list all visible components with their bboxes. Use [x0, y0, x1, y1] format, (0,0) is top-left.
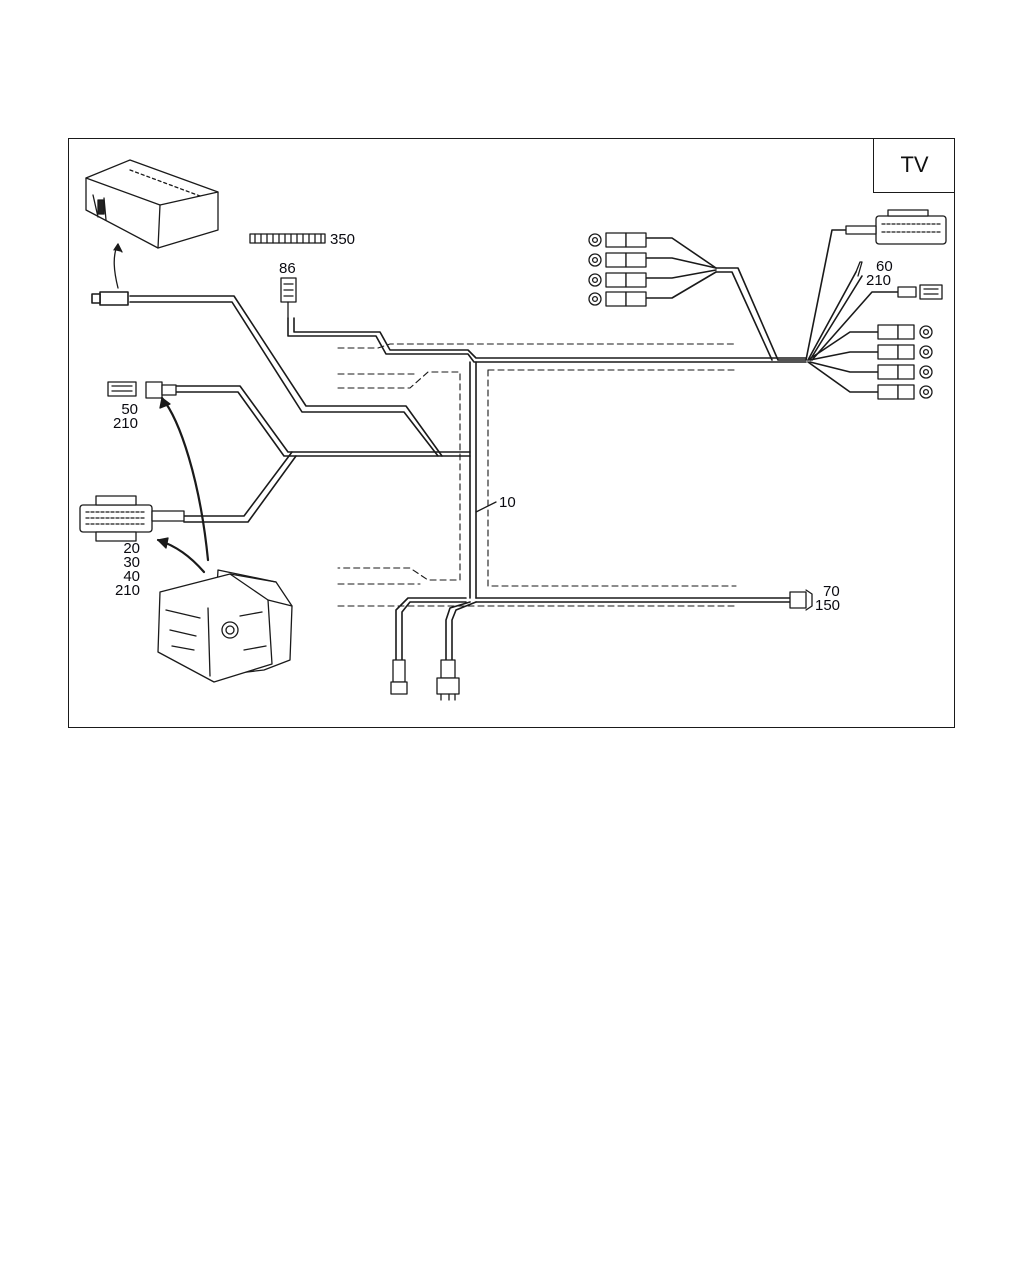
- title-text: TV: [900, 152, 929, 177]
- bottom-connector-right-icon: [436, 659, 460, 701]
- callout-10-leader: [475, 501, 497, 513]
- bottom-connector-left-icon: [390, 659, 408, 695]
- callout-10: 10: [499, 494, 516, 511]
- callout-60: 60 210: [866, 258, 893, 289]
- main-harness: [91, 229, 899, 661]
- callout-20: 20 30 40 210: [114, 540, 140, 599]
- connector-20-icon: [79, 495, 185, 542]
- arrow-to-connector-50: [160, 396, 210, 562]
- connector-70-icon: [789, 589, 813, 611]
- dashed-harness-variants: [337, 343, 737, 607]
- connector-top-right-icon: [845, 209, 947, 245]
- callout-50: 50 210: [112, 401, 138, 432]
- connector-350-icon: [249, 233, 326, 244]
- callout-86: 86: [279, 260, 296, 277]
- connector-86-icon: [280, 277, 297, 319]
- title-box: TV: [873, 138, 955, 193]
- connector-60-icon: [855, 261, 943, 300]
- rca-connectors-left: [588, 232, 647, 307]
- callout-350: 350: [330, 231, 356, 248]
- rca-connectors-right: [877, 324, 933, 400]
- control-unit-icon: [85, 159, 219, 249]
- connector-50-icon: [107, 381, 177, 399]
- radio-unit-icon: [157, 569, 293, 683]
- callout-70: 70 150: [815, 583, 841, 614]
